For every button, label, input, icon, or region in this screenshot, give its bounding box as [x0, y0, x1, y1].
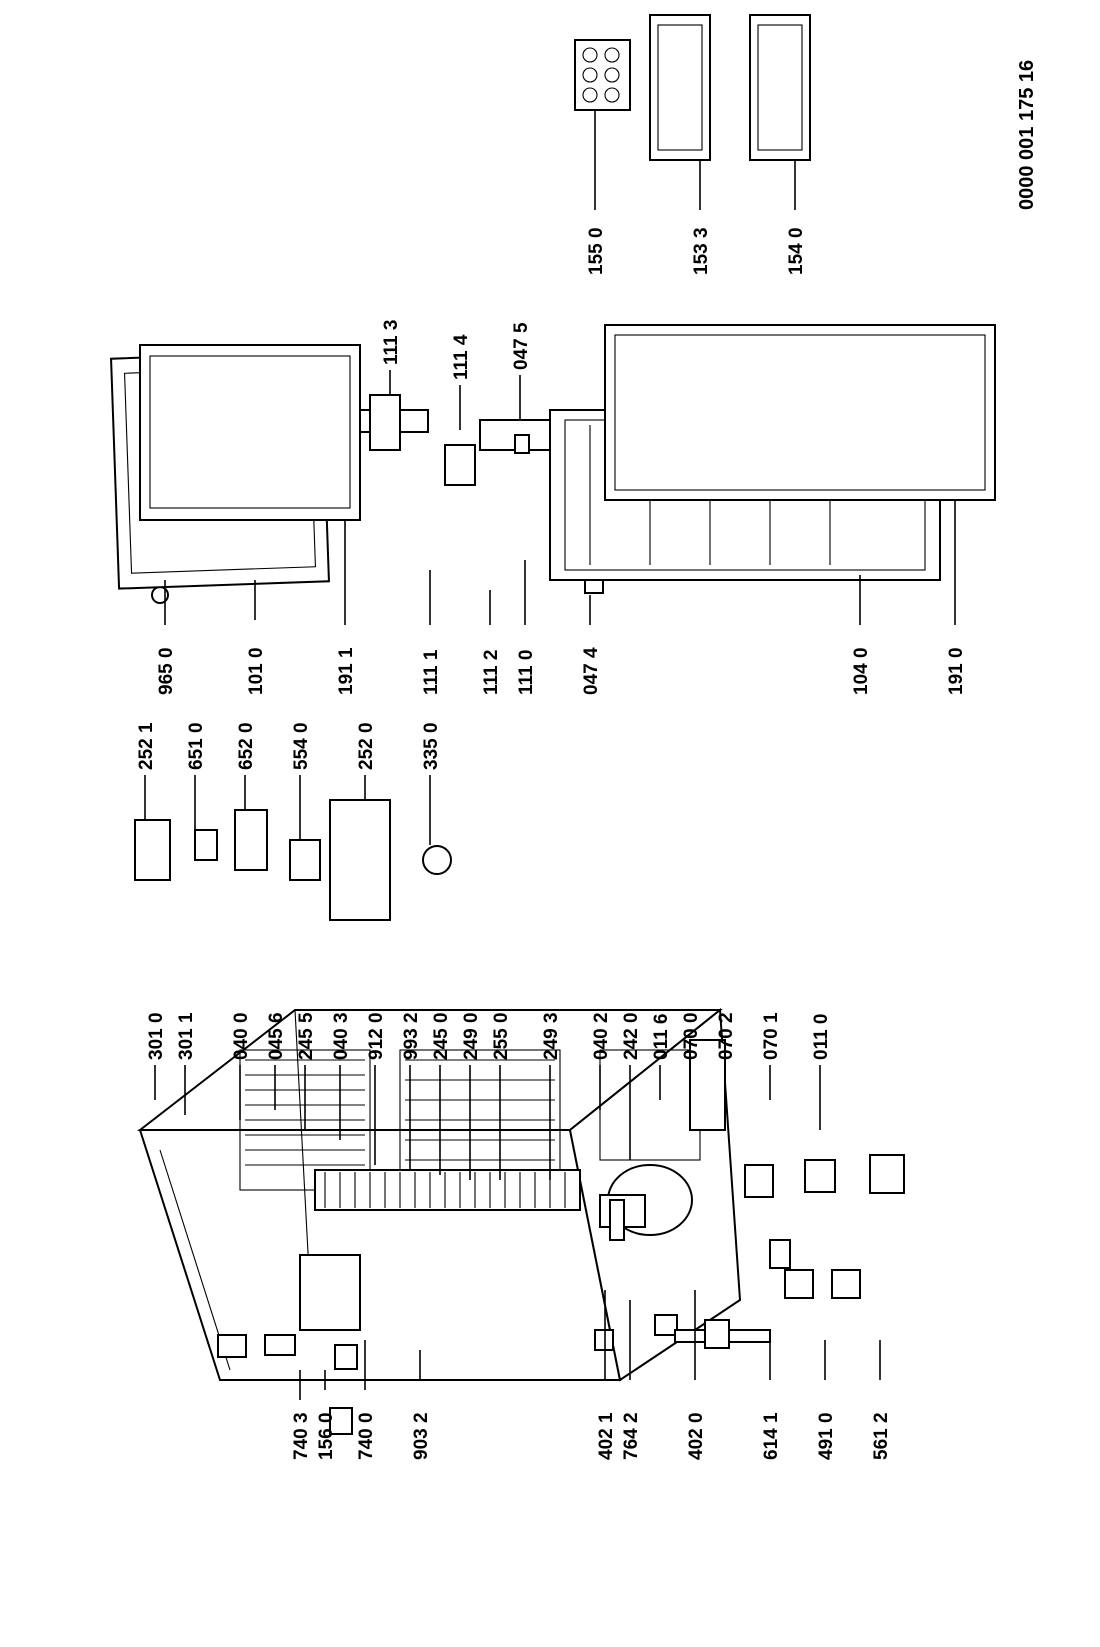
- freezer-door: [110, 344, 361, 590]
- control-parts: [134, 799, 452, 921]
- refrigerator-cabinet: [137, 1008, 742, 1382]
- label-040-0: 040 0: [231, 1012, 252, 1060]
- label-335-0: 335 0: [421, 722, 442, 770]
- main-door: [549, 324, 996, 581]
- leader-lines: [144, 110, 956, 1400]
- label-111-3: 111 3: [381, 320, 402, 365]
- small-parts-left: [217, 1154, 905, 1435]
- label-301-0: 301 0: [146, 1012, 167, 1060]
- label-011-0: 011 0: [811, 1014, 832, 1061]
- label-554-0: 554 0: [291, 722, 312, 770]
- label-301-1: 301 1: [176, 1012, 197, 1060]
- label-402-0: 402 0: [686, 1412, 707, 1460]
- label-047-5: 047 5: [511, 322, 532, 370]
- label-740-0: 740 0: [356, 1412, 377, 1460]
- part-labels: 301 0 301 1 040 0 045 6 245 5 040 3 912 …: [136, 60, 1038, 1460]
- label-764-2: 764 2: [621, 1412, 642, 1460]
- label-651-0: 651 0: [186, 722, 207, 770]
- label-912-0: 912 0: [366, 1012, 387, 1060]
- label-111-0: 111 0: [516, 650, 537, 695]
- label-070-1: 070 1: [761, 1012, 782, 1060]
- label-070-0: 070 0: [681, 1012, 702, 1060]
- label-965-0: 965 0: [156, 647, 177, 695]
- label-045-6: 045 6: [266, 1012, 287, 1060]
- label-249-0: 249 0: [461, 1012, 482, 1060]
- label-993-2: 993 2: [401, 1012, 422, 1060]
- label-652-0: 652 0: [236, 722, 257, 770]
- label-111-1: 111 1: [421, 649, 442, 695]
- label-903-2: 903 2: [411, 1412, 432, 1460]
- label-242-0: 242 0: [621, 1012, 642, 1060]
- label-104-0: 104 0: [851, 647, 872, 695]
- label-491-0: 491 0: [816, 1412, 837, 1460]
- label-249-3: 249 3: [541, 1012, 562, 1060]
- label-156-0: 156 0: [316, 1412, 337, 1460]
- label-040-2: 040 2: [591, 1012, 612, 1060]
- label-153-3: 153 3: [691, 227, 712, 275]
- label-252-0: 252 0: [356, 722, 377, 770]
- label-047-4: 047 4: [581, 647, 602, 695]
- label-740-3: 740 3: [291, 1412, 312, 1460]
- label-101-0: 101 0: [246, 647, 267, 695]
- label-191-1: 191 1: [336, 647, 357, 695]
- label-111-4: 111 4: [451, 334, 472, 380]
- door-accessories: [574, 14, 811, 161]
- label-011-6: 011 6: [651, 1014, 672, 1061]
- document-number: 0000 001 175 16: [1016, 60, 1038, 210]
- label-154-0: 154 0: [786, 227, 807, 275]
- label-191-0: 191 0: [946, 647, 967, 695]
- label-255-0: 255 0: [491, 1012, 512, 1060]
- label-614-1: 614 1: [761, 1412, 782, 1460]
- label-070-2: 070 2: [716, 1012, 737, 1060]
- label-245-5: 245 5: [296, 1012, 317, 1060]
- label-561-2: 561 2: [871, 1412, 892, 1460]
- label-245-0: 245 0: [431, 1012, 452, 1060]
- label-111-2: 111 2: [481, 650, 502, 695]
- label-402-1: 402 1: [596, 1412, 617, 1460]
- label-252-1: 252 1: [136, 722, 157, 770]
- label-040-3: 040 3: [331, 1012, 352, 1060]
- label-155-0: 155 0: [586, 227, 607, 275]
